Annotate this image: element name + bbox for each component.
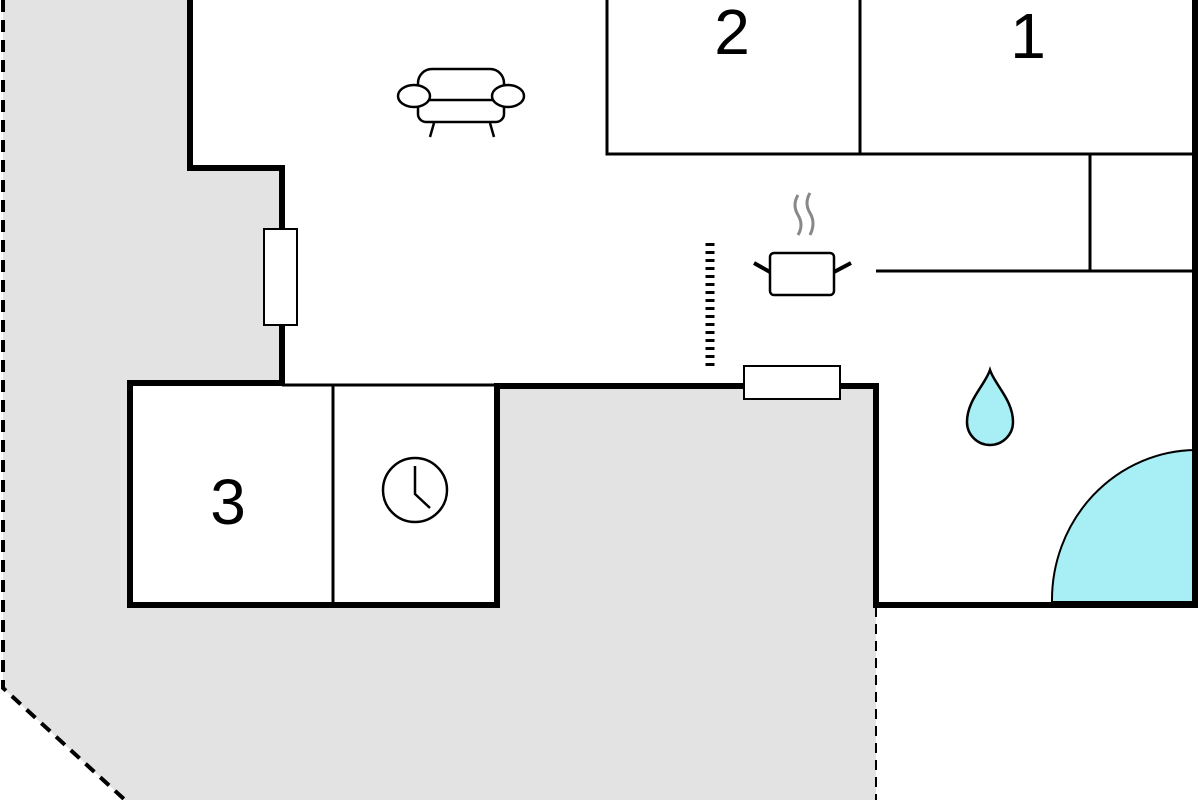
water-drop-icon [965, 366, 1015, 447]
outside-area [876, 605, 1200, 800]
room-label-1: 1 [1010, 0, 1046, 72]
room-label-2: 2 [714, 0, 750, 68]
sofa-icon [396, 67, 526, 138]
pool [1050, 448, 1196, 603]
cooking-pot-icon [753, 192, 852, 297]
property-boundary [1, 0, 127, 800]
window-kitchen [743, 365, 841, 400]
clock-icon [381, 456, 449, 524]
window-left [263, 228, 298, 326]
interior-walls [282, 0, 1195, 605]
bedroom-3-area [130, 383, 497, 605]
room-label-3: 3 [210, 466, 246, 538]
